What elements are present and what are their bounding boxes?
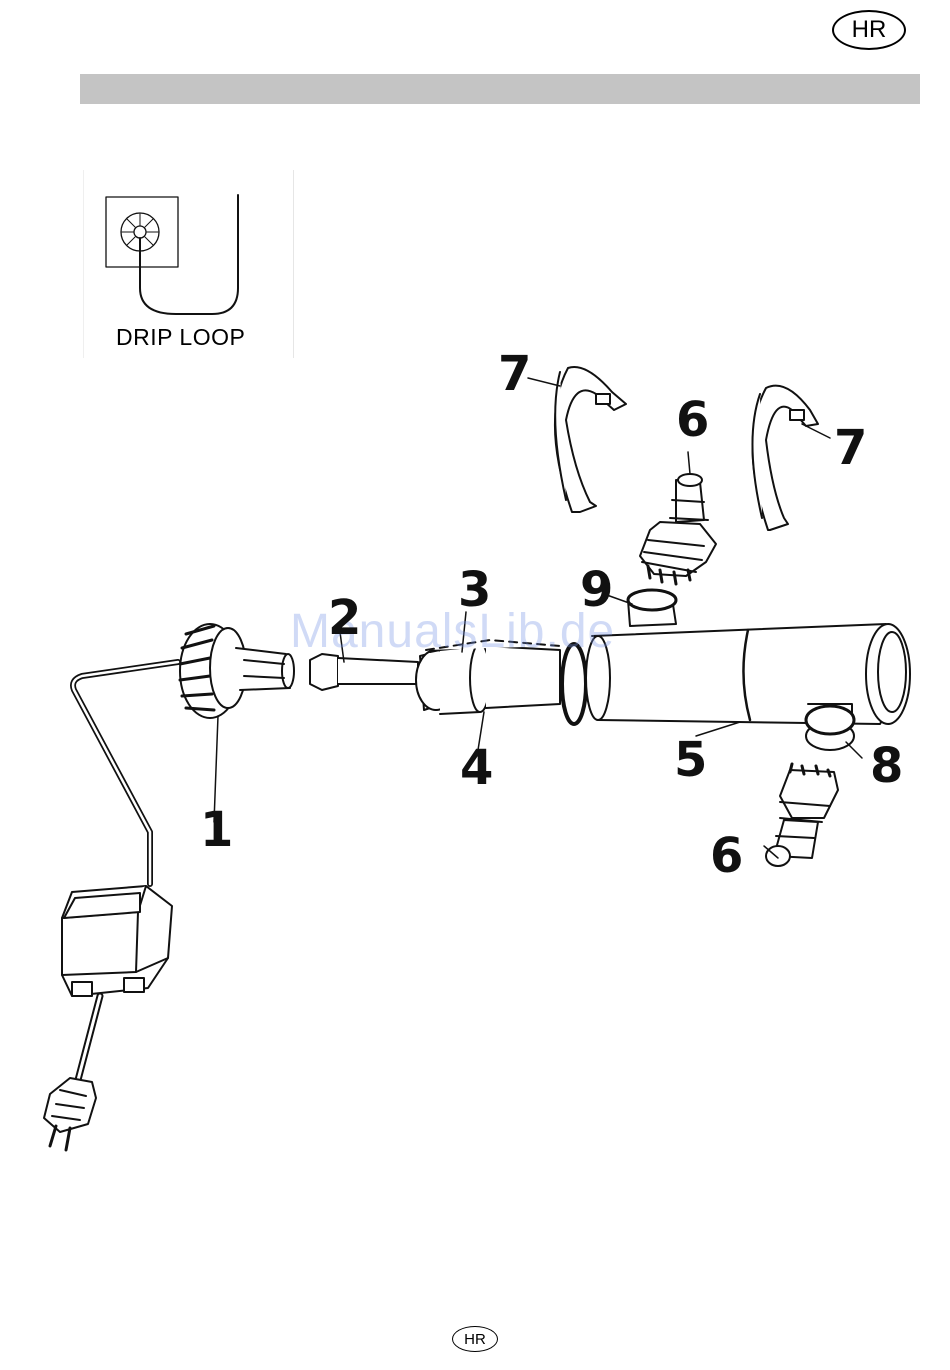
part-1-union-nut bbox=[180, 624, 294, 718]
callout-7-right: 7 bbox=[834, 424, 867, 472]
callout-6-upper: 6 bbox=[676, 396, 709, 444]
callout-5: 5 bbox=[674, 736, 707, 784]
drip-loop-drawing bbox=[106, 195, 238, 314]
part-9-top-port bbox=[628, 590, 676, 626]
drip-loop-label: DRIP LOOP bbox=[116, 324, 245, 351]
callout-4: 4 bbox=[460, 744, 493, 792]
callout-6-lower: 6 bbox=[710, 832, 743, 880]
footer-language-badge: HR bbox=[452, 1326, 498, 1352]
callout-1: 1 bbox=[200, 806, 233, 854]
callout-9: 9 bbox=[580, 566, 613, 614]
part-2-uv-lamp bbox=[310, 654, 418, 690]
part-6-hose-connector-lower bbox=[766, 764, 838, 866]
callout-7-left: 7 bbox=[498, 350, 531, 398]
mains-cable-plug bbox=[44, 996, 100, 1150]
callout-2: 2 bbox=[328, 594, 361, 642]
power-cable bbox=[73, 662, 178, 884]
callout-3: 3 bbox=[458, 566, 491, 614]
part-7-clip-left bbox=[555, 367, 626, 512]
transformer bbox=[62, 886, 172, 996]
part-6-hose-connector-upper bbox=[640, 474, 716, 584]
part-7-clip-right bbox=[752, 386, 818, 530]
callout-8: 8 bbox=[870, 742, 903, 790]
